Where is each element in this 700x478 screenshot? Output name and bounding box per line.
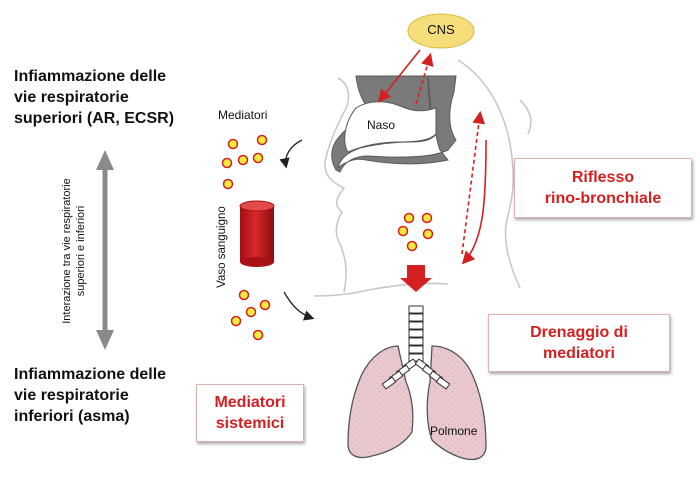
mediator-dot — [252, 329, 264, 341]
lower-heading-line: inferiori (asma) — [14, 408, 130, 425]
lower-heading-line: vie respiratorie — [14, 387, 129, 404]
nasal-inner-space — [344, 101, 437, 153]
mediator-dot — [221, 157, 233, 169]
trachea — [408, 305, 424, 362]
upper-heading-line: Infiammazione delle — [14, 68, 167, 85]
box-line: sistemici — [215, 415, 285, 432]
drenaggio-mediatori-box: Drenaggio di mediatori — [488, 314, 670, 372]
drainage-down-arrow — [400, 265, 432, 292]
riflesso-rinobronchiale-box: Riflesso rino-bronchiale — [514, 158, 692, 218]
box-line: Mediatori — [214, 394, 286, 411]
blood-vessel-cylinder — [239, 200, 275, 267]
mediator-dot — [227, 138, 239, 150]
vaso-sanguigno-label: Vaso sanguigno — [216, 206, 228, 288]
mediator-dot — [422, 228, 434, 240]
mediator-dot — [245, 306, 257, 318]
cns-ellipse — [407, 13, 475, 49]
polmone-label: Polmone — [430, 424, 478, 438]
upper-airway-heading: Infiammazione delle vie respiratorie sup… — [14, 66, 204, 129]
mediator-dot — [256, 134, 268, 146]
interaction-label-line: superiori e inferiori — [75, 205, 87, 297]
mediator-dot — [237, 154, 249, 166]
vessel-to-lung-arrow — [283, 291, 315, 321]
mediator-dot — [403, 212, 415, 224]
mediator-dot — [222, 178, 234, 190]
reflex-solid-arrow — [461, 139, 487, 265]
mediator-dot — [397, 225, 409, 237]
cns-to-nose-arrow — [378, 49, 421, 103]
mediators-to-vessel-arrow — [279, 139, 303, 169]
bronchi — [381, 358, 451, 390]
reflex-dashed-arrow — [461, 110, 486, 255]
cns-label: CNS — [427, 22, 455, 37]
nose-to-cns-arrow — [415, 52, 434, 105]
interaction-double-arrow — [96, 150, 114, 350]
upper-heading-line: vie respiratorie — [14, 89, 129, 106]
mediator-dot — [230, 315, 242, 327]
interaction-label: Interazione tra vie respiratorie superio… — [60, 156, 90, 346]
interaction-label-line: Interazione tra vie respiratorie — [61, 178, 73, 324]
box-line: mediatori — [542, 345, 615, 362]
box-line: rino-bronchiale — [544, 190, 662, 207]
lower-heading-line: Infiammazione delle — [14, 366, 167, 383]
mediatori-sistemici-box: Mediatori sistemici — [196, 384, 304, 442]
mediator-dot — [238, 289, 250, 301]
box-line: Riflesso — [571, 169, 635, 186]
mediator-dots — [221, 134, 434, 341]
face-profile-outline — [313, 59, 532, 297]
naso-label: Naso — [367, 118, 396, 132]
right-lung — [347, 345, 414, 459]
upper-heading-line: superiori (AR, ECSR) — [14, 110, 175, 127]
mediator-dot — [259, 299, 271, 311]
mediator-dot — [252, 152, 264, 164]
lower-airway-heading: Infiammazione delle vie respiratorie inf… — [14, 364, 204, 427]
mediatori-label: Mediatori — [218, 108, 268, 122]
mediator-dot — [421, 212, 433, 224]
box-line: Drenaggio di — [530, 324, 628, 341]
mediator-dot — [406, 240, 418, 252]
left-lung — [426, 345, 487, 461]
